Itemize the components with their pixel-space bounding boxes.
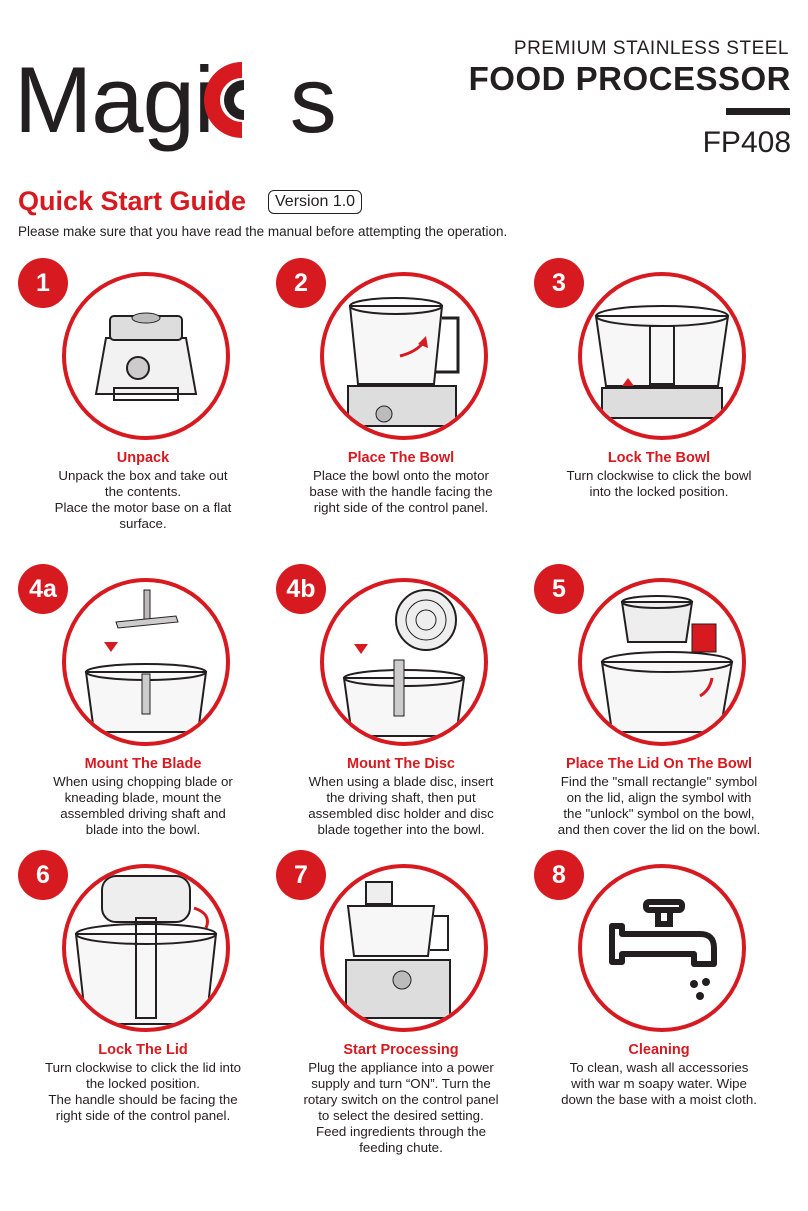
step-description-line: the contents. — [104, 484, 182, 499]
step-number-badge: 4b — [276, 564, 326, 614]
step-number-badge: 8 — [534, 850, 584, 900]
step-description-line: and then cover the lid on the bowl. — [557, 822, 761, 837]
step-description-line: right side of the control panel. — [313, 500, 489, 515]
step-title: Mount The Blade — [84, 756, 202, 772]
step-description-line: assembled driving shaft and — [60, 806, 226, 821]
step-title: Cleaning — [628, 1042, 690, 1058]
logo-swirl-icon — [204, 62, 244, 138]
step-title: Lock The Lid — [98, 1042, 188, 1058]
step-title: Mount The Disc — [347, 756, 455, 772]
step-description-line: on the lid, align the symbol with — [566, 790, 752, 805]
step-number-badge: 5 — [534, 564, 584, 614]
step-description-line: Find the "small rectangle" symbol — [560, 774, 758, 789]
step-description-line: Place the motor base on a flat — [54, 500, 232, 515]
step-description-line: base with the handle facing the — [309, 484, 493, 499]
lid-placement-illustration — [578, 578, 746, 746]
step-title: Place The Bowl — [347, 450, 455, 466]
step-description-line: Feed ingredients through the — [315, 1124, 487, 1139]
step-description-line: Turn clockwise to click the lid into — [44, 1060, 242, 1075]
blade-mount-illustration — [62, 578, 230, 746]
step-description-line: kneading blade, mount the — [64, 790, 222, 805]
step-description-line: The handle should be facing the — [48, 1092, 238, 1107]
product-name: FOOD PROCESSOR — [468, 60, 791, 97]
step-description-line: To clean, wash all accessories — [569, 1060, 749, 1075]
step-description-line: the driving shaft, then put — [326, 790, 476, 805]
step-title: Unpack — [116, 450, 170, 466]
step-description-line: surface. — [119, 516, 167, 531]
step-description-line: down the base with a moist cloth. — [561, 1092, 757, 1107]
step-description-line: Unpack the box and take out — [58, 468, 228, 483]
step-description-line: Place the bowl onto the motor — [313, 468, 489, 483]
step-description-line: assembled disc holder and disc — [308, 806, 494, 821]
step-description-line: blade into the bowl. — [85, 822, 201, 837]
version-badge: Version 1.0 — [268, 190, 363, 214]
faucet-icon — [578, 864, 746, 1032]
guide-title: Quick Start Guide — [18, 186, 247, 216]
step-description-line: rotary switch on the control panel — [303, 1092, 499, 1107]
lid-locking-illustration — [62, 864, 230, 1032]
step-title: Start Processing — [343, 1042, 459, 1058]
motor-base-illustration — [62, 272, 230, 440]
step-description-line: with war m soapy water. Wipe — [571, 1076, 747, 1091]
step-description-line: supply and turn “ON”. Turn the — [311, 1076, 491, 1091]
intro-text: Please make sure that you have read the … — [18, 224, 508, 239]
step-number-badge: 2 — [276, 258, 326, 308]
step-description-line: Plug the appliance into a power — [308, 1060, 494, 1075]
step-description-line: the locked position. — [86, 1076, 200, 1091]
step-number-badge: 1 — [18, 258, 68, 308]
assembled-processor-illustration — [320, 864, 488, 1032]
bowl-locking-illustration — [578, 272, 746, 440]
step-description-line: When using chopping blade or — [53, 774, 233, 789]
step-description-line: to select the desired setting. — [318, 1108, 484, 1123]
step-number-badge: 6 — [18, 850, 68, 900]
step-description-line: blade together into the bowl. — [317, 822, 485, 837]
step-number-badge: 3 — [534, 258, 584, 308]
step-title: Place The Lid On The Bowl — [565, 756, 753, 772]
step-number-badge: 4a — [18, 564, 68, 614]
step-description-line: into the locked position. — [589, 484, 729, 499]
step-number-badge: 7 — [276, 850, 326, 900]
step-description-line: right side of the control panel. — [55, 1108, 231, 1123]
header-divider — [726, 108, 790, 115]
step-description-line: feeding chute. — [359, 1140, 443, 1155]
bowl-on-base-illustration — [320, 272, 488, 440]
disc-mount-illustration — [320, 578, 488, 746]
product-line: PREMIUM STAINLESS STEEL — [513, 38, 789, 59]
step-title: Lock The Bowl — [607, 450, 711, 466]
step-description-line: Turn clockwise to click the bowl — [566, 468, 752, 483]
model-number: FP408 — [702, 126, 791, 159]
step-description-line: When using a blade disc, insert — [308, 774, 494, 789]
step-description-line: the "unlock" symbol on the bowl, — [563, 806, 755, 821]
